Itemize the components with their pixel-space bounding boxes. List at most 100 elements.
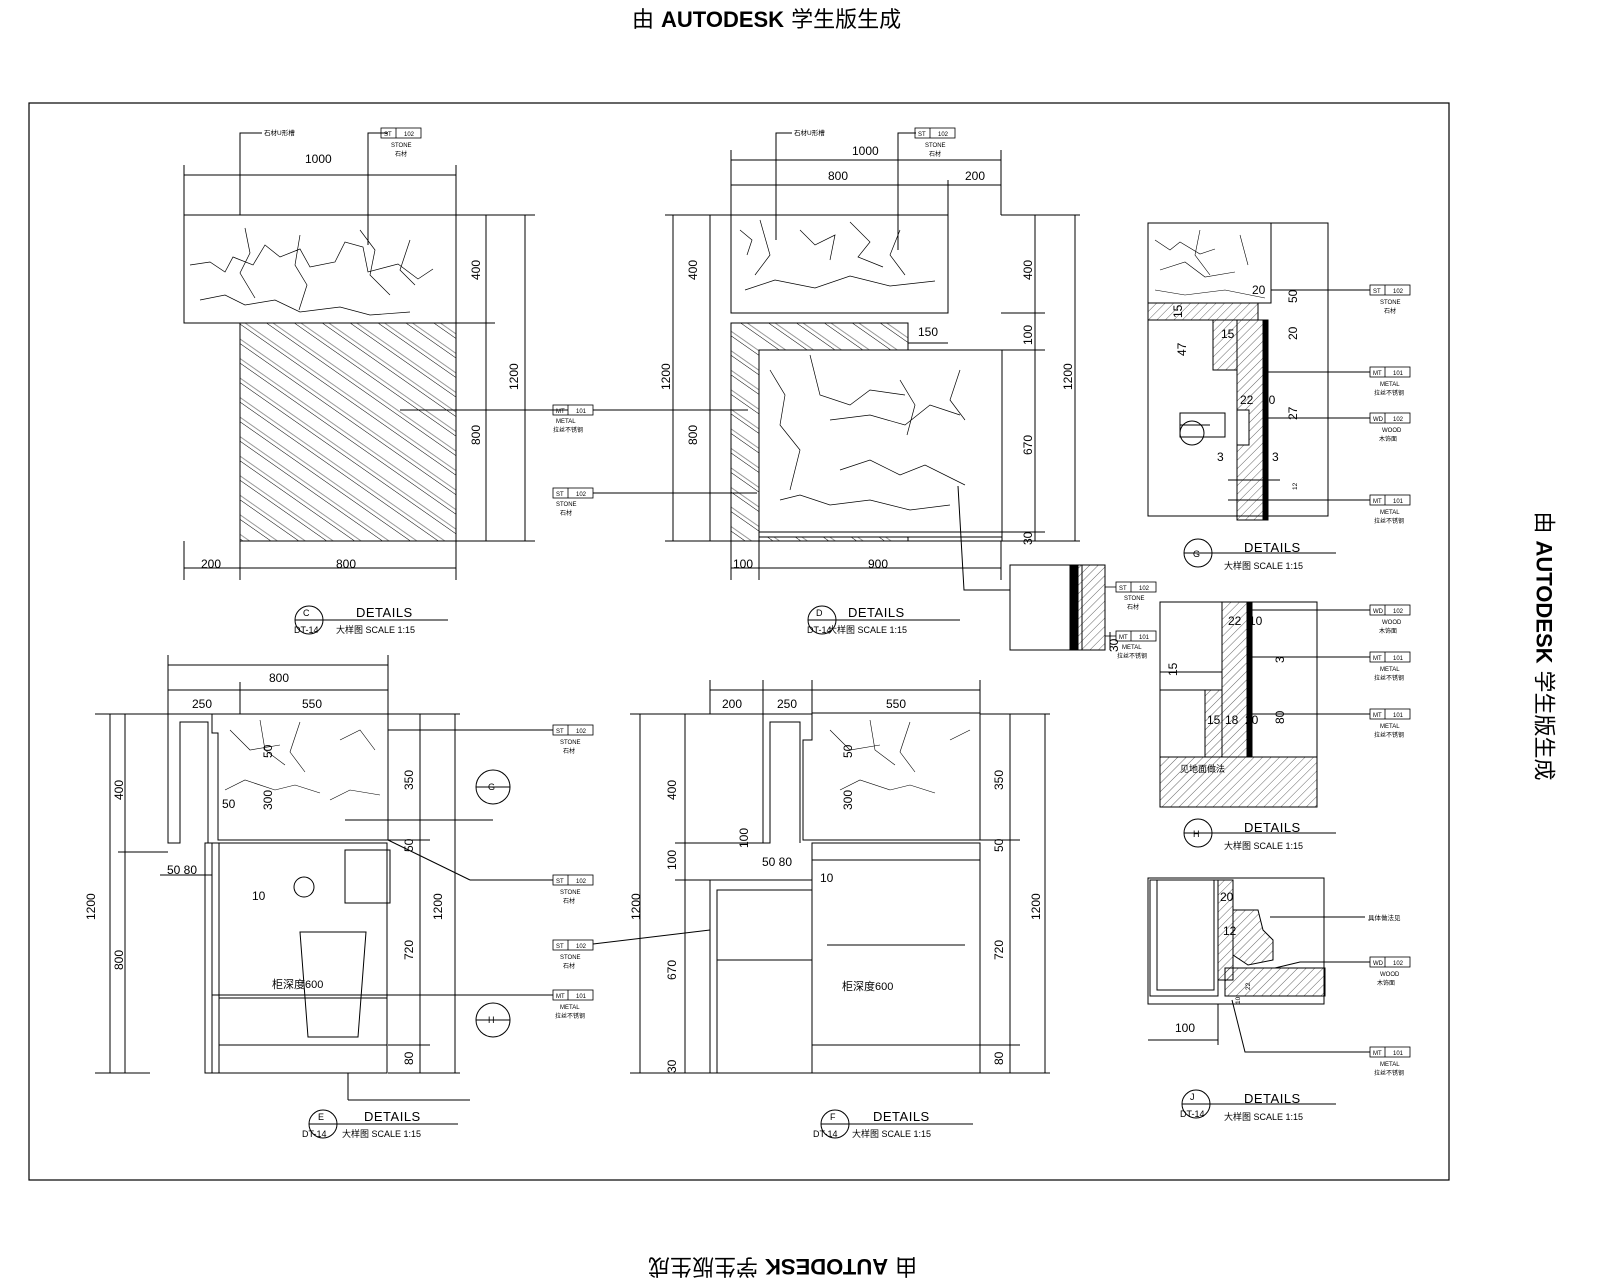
callout-top-d-cn: 石材 [929,150,941,158]
d-dim-top: 1000 [852,144,879,158]
ef-c1-code: ST [556,729,564,735]
c-dim-bottom-main: 800 [336,557,356,571]
j-d100: 100 [1175,1021,1195,1035]
d-dim-400r: 400 [1021,260,1035,280]
ef-c2-code: ST [556,879,564,885]
g-d10: 10 [1262,393,1276,407]
g-c4-code: MT [1373,499,1382,505]
j-d20: 20 [1220,890,1234,904]
e-tag-ref: DT-14 [302,1129,327,1139]
callout-top-d-en: STONE [925,143,946,149]
f-d5080: 50 80 [762,855,792,869]
ef-c4-code: MT [556,994,565,1000]
h-c3-cn: 拉丝不锈钢 [1374,731,1404,739]
d-tag-letter: D [816,608,823,618]
e-tag-letter: E [318,1112,324,1122]
j-tag-ref: DT-14 [1180,1109,1205,1119]
g-c3-code: WD [1373,417,1384,423]
c-dim-1200: 1200 [507,363,521,390]
h-sub: 大样图 SCALE 1:15 [1224,840,1303,851]
detail-c [183,132,568,580]
callout-st-1-cn: 石材 [560,509,572,517]
callout-top-c-cn: 石材 [395,150,407,158]
f-d50r: 50 [992,838,1006,852]
h-d18: 18 [1225,713,1239,727]
ef-c4-en: METAL [560,1005,580,1011]
h-c2-en: METAL [1380,667,1400,673]
h-title: DETAILS [1244,820,1301,835]
g-c1-num: 102 [1393,289,1404,295]
h-c2-code: MT [1373,656,1382,662]
f-dim-550: 550 [886,697,906,711]
plinth [758,531,1003,542]
detail-h [1159,601,1370,848]
e-ref-h: H [488,1015,495,1025]
f-dim-670: 670 [665,960,679,980]
j-sub: 大样图 SCALE 1:15 [1224,1111,1303,1122]
e-dim-top: 800 [269,671,289,685]
h-d15b: 15 [1207,713,1221,727]
h-callouts [1369,604,1411,720]
h-c2-num: 101 [1393,656,1404,662]
stone-front-panel [758,349,1003,538]
f-dim-200: 200 [722,697,742,711]
d-tag-ref: DT-14 [807,625,832,635]
callout-inset-mt-code: MT [1119,635,1128,641]
j-c1-en: WOOD [1380,972,1400,978]
inset-section [1009,564,1111,651]
sheet-border [28,102,1450,1181]
callout-top-d-code: ST [918,132,926,138]
c-dim-top: 1000 [305,152,332,166]
j-c2-cn: 拉丝不锈钢 [1374,1069,1404,1077]
h-c3-num: 101 [1393,713,1404,719]
d-dim-800l: 800 [686,425,700,445]
j-tag-letter: J [1190,1092,1195,1102]
ef-c1-cn: 石材 [563,747,575,755]
g-title: DETAILS [1244,540,1301,555]
d-note: 石材U形槽 [794,128,825,137]
ef-c2-num: 102 [576,879,587,885]
g-tag-letter: G [1193,549,1200,559]
j-c1-cn: 木饰面 [1377,979,1395,987]
h-c3-code: MT [1373,713,1382,719]
c-tag-ref: DT-14 [294,625,319,635]
e-d80: 80 [402,1051,416,1065]
callout-st-1-num: 102 [576,492,587,498]
e-d10: 10 [252,889,266,903]
c-tag [294,605,448,635]
h-c1-en: WOOD [1382,620,1402,626]
g-d20b: 20 [1286,326,1300,340]
callout-top-c [380,127,422,139]
detail-j [1147,877,1370,1119]
h-d3: 3 [1273,656,1287,663]
callout-top-c-en: STONE [391,143,412,149]
detail-g [1147,222,1370,568]
d-title: DETAILS [848,605,905,620]
f-d350: 350 [992,770,1006,790]
g-c4-num: 101 [1393,499,1404,505]
stone-top-slab [183,214,457,324]
h-note: 见地面做法 [1180,763,1225,774]
h-c2-cn: 拉丝不锈钢 [1374,674,1404,682]
ef-c4-num: 101 [576,994,587,1000]
j-d10: 10 [1235,996,1242,1004]
h-d80: 80 [1273,710,1287,724]
detail-f [592,680,1050,1139]
callout-mt-1-en: METAL [556,419,576,425]
h-c1-cn: 木饰面 [1379,627,1397,635]
d-dim-900: 900 [868,557,888,571]
ef-c3-cn: 石材 [563,962,575,970]
callout-st-1-en: STONE [556,502,577,508]
inset-dim: 30 [1107,638,1121,652]
g-d3a: 3 [1217,450,1224,464]
g-d15a: 15 [1171,304,1185,318]
g-c1-cn: 石材 [1384,307,1396,315]
ef-c4-cn: 拉丝不锈钢 [555,1012,585,1020]
callout-inset-mt-num: 101 [1139,635,1150,641]
callout-mt-1 [552,404,594,416]
d-tag [807,605,960,635]
j-d12: 12 [1223,924,1237,938]
callout-inset-st-en: STONE [1124,596,1145,602]
e-dim-250: 250 [192,697,212,711]
